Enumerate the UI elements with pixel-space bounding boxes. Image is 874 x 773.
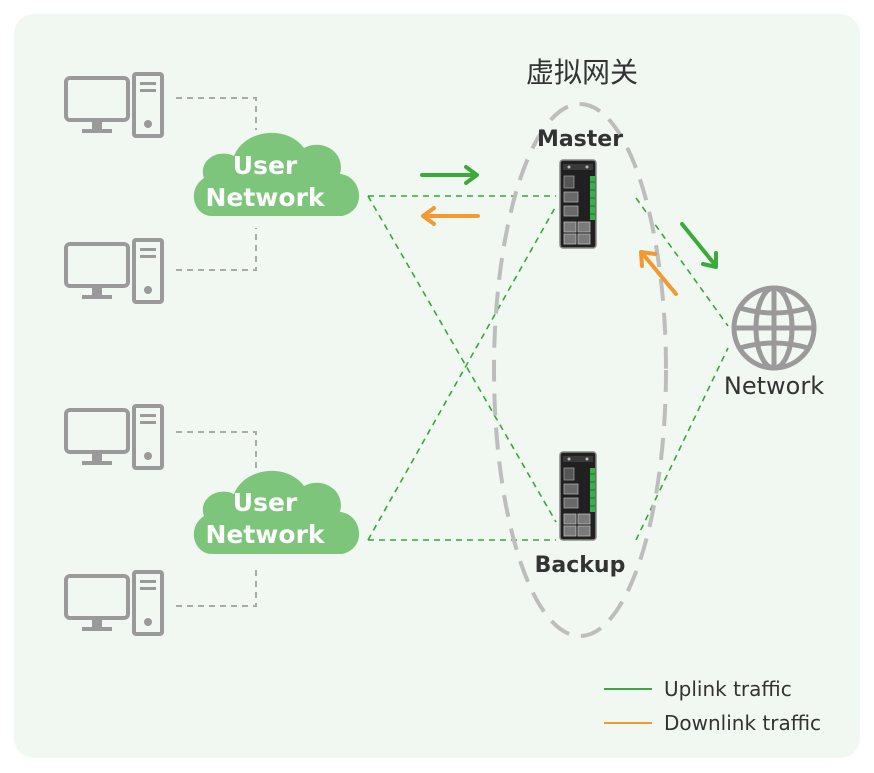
uplink-arrow-right-icon [420, 165, 479, 185]
master-label: Master [537, 127, 623, 152]
downlink-arrow-diagonal-icon [639, 250, 678, 296]
legend-uplink-label: Uplink traffic [664, 677, 792, 701]
virtual-gateway-ellipse [492, 102, 668, 638]
internet-label: Network [724, 372, 824, 400]
router-device-icon [559, 451, 597, 541]
globe-icon [731, 285, 817, 371]
downlink-arrow-left-icon [421, 206, 480, 226]
cloud-label-bottom-1: User [233, 488, 298, 517]
pc-connectors [176, 97, 257, 607]
virtual-gateway-title: 虚拟网关 [526, 56, 638, 89]
cloud-label-top-2: Network [205, 183, 325, 212]
cloud-label-top-1: User [233, 151, 298, 180]
legend-downlink-label: Downlink traffic [664, 711, 821, 735]
uplink-arrow-diagonal-icon [680, 222, 718, 269]
router-device-icon [559, 159, 597, 249]
cloud-label-bottom-2: Network [205, 520, 325, 549]
backup-label: Backup [535, 553, 626, 578]
legend: Uplink traffic Downlink traffic [604, 677, 821, 735]
